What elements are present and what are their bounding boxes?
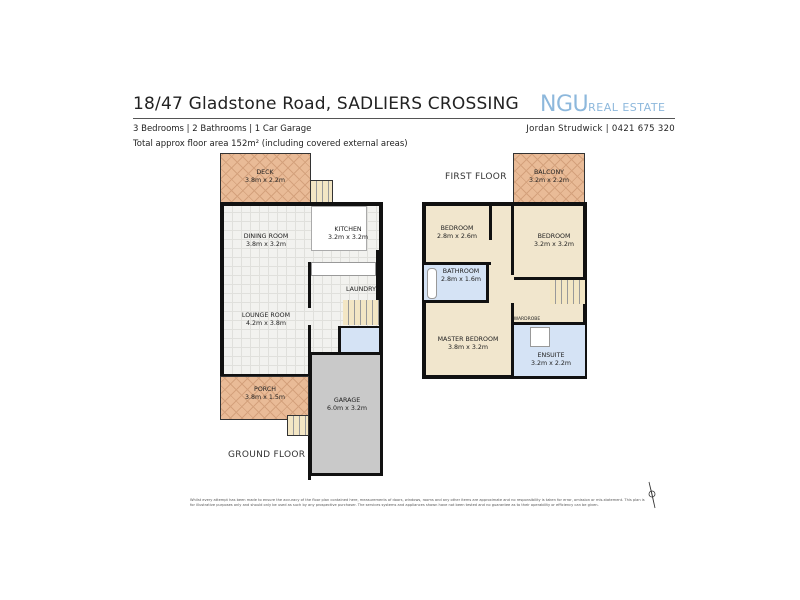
kitchen-bench: [311, 206, 367, 251]
room-size: 4.2m x 3.8m: [245, 320, 287, 327]
wall: [424, 262, 491, 265]
porch-steps: [287, 415, 309, 436]
stairs: [550, 280, 585, 304]
wall: [308, 325, 311, 480]
agent-contact: Jordan Strudwick | 0421 675 320: [526, 124, 675, 134]
room-size: 6.0m x 3.2m: [326, 405, 368, 412]
disclaimer: Whilst every attempt has been made to en…: [190, 498, 645, 507]
wall: [511, 205, 514, 275]
room-size: 3.2m x 2.2m: [530, 360, 572, 367]
features-text: 3 Bedrooms | 2 Bathrooms | 1 Car Garage: [133, 124, 312, 134]
room-name: BEDROOM: [440, 225, 474, 232]
room-name: WARDROBE: [513, 317, 541, 322]
wall: [514, 277, 586, 280]
shower: [530, 327, 550, 347]
wall: [308, 262, 311, 308]
garage-area: [310, 352, 383, 476]
room-size: 3.2m x 3.2m: [327, 234, 369, 241]
deck-steps: [310, 180, 333, 203]
wall: [376, 250, 379, 300]
balcony-area: [513, 153, 585, 204]
room-label-laundry: LAUNDRY: [346, 286, 376, 294]
deck-area: [220, 153, 311, 203]
wall: [511, 303, 514, 378]
property-title: 18/47 Gladstone Road, SADLIERS CROSSING: [133, 94, 519, 114]
bathtub: [427, 268, 437, 299]
room-size: 3.2m x 3.2m: [533, 241, 575, 248]
room-name: DECK: [256, 169, 274, 176]
header-divider: [133, 118, 675, 119]
compass-icon: [639, 481, 665, 509]
agency-logo: NGUREAL ESTATE: [540, 92, 666, 117]
logo-sub: REAL ESTATE: [588, 101, 666, 114]
room-size: 3.8m x 3.2m: [447, 344, 489, 351]
room-size: 2.8m x 2.6m: [436, 233, 478, 240]
room-label-wardrobe: WARDROBE: [514, 316, 540, 324]
porch-area: [220, 376, 309, 420]
room-name: KITCHEN: [334, 226, 362, 233]
room-name: BALCONY: [533, 169, 565, 176]
room-name: LOUNGE ROOM: [241, 312, 291, 319]
ground-floor-label: GROUND FLOOR: [228, 450, 306, 460]
wall: [514, 322, 586, 325]
room-name: GARAGE: [333, 397, 361, 404]
room-name: MASTER BEDROOM: [437, 336, 499, 343]
room-name: PORCH: [254, 386, 276, 393]
room-name: ENSUITE: [537, 352, 565, 359]
logo-main: NGU: [540, 92, 589, 117]
room-size: 3.8m x 1.5m: [244, 394, 286, 401]
stairs: [343, 300, 379, 325]
room-size: 2.8m x 1.6m: [440, 276, 482, 283]
room-size: 3.8m x 2.2m: [244, 177, 286, 184]
room-size: 3.8m x 3.2m: [245, 241, 287, 248]
room-name: DINING ROOM: [243, 233, 289, 240]
toilet-room: [338, 326, 379, 352]
room-name: BATHROOM: [442, 268, 480, 275]
kitchen-bench-lower: [311, 262, 376, 276]
room-name: BEDROOM: [537, 233, 571, 240]
room-name: LAUNDRY: [346, 286, 376, 293]
first-floor-label: FIRST FLOOR: [445, 172, 507, 182]
room-size: 3.2m x 2.2m: [528, 177, 570, 184]
floor-area-text: Total approx floor area 152m² (including…: [133, 139, 408, 149]
wall: [489, 205, 492, 240]
